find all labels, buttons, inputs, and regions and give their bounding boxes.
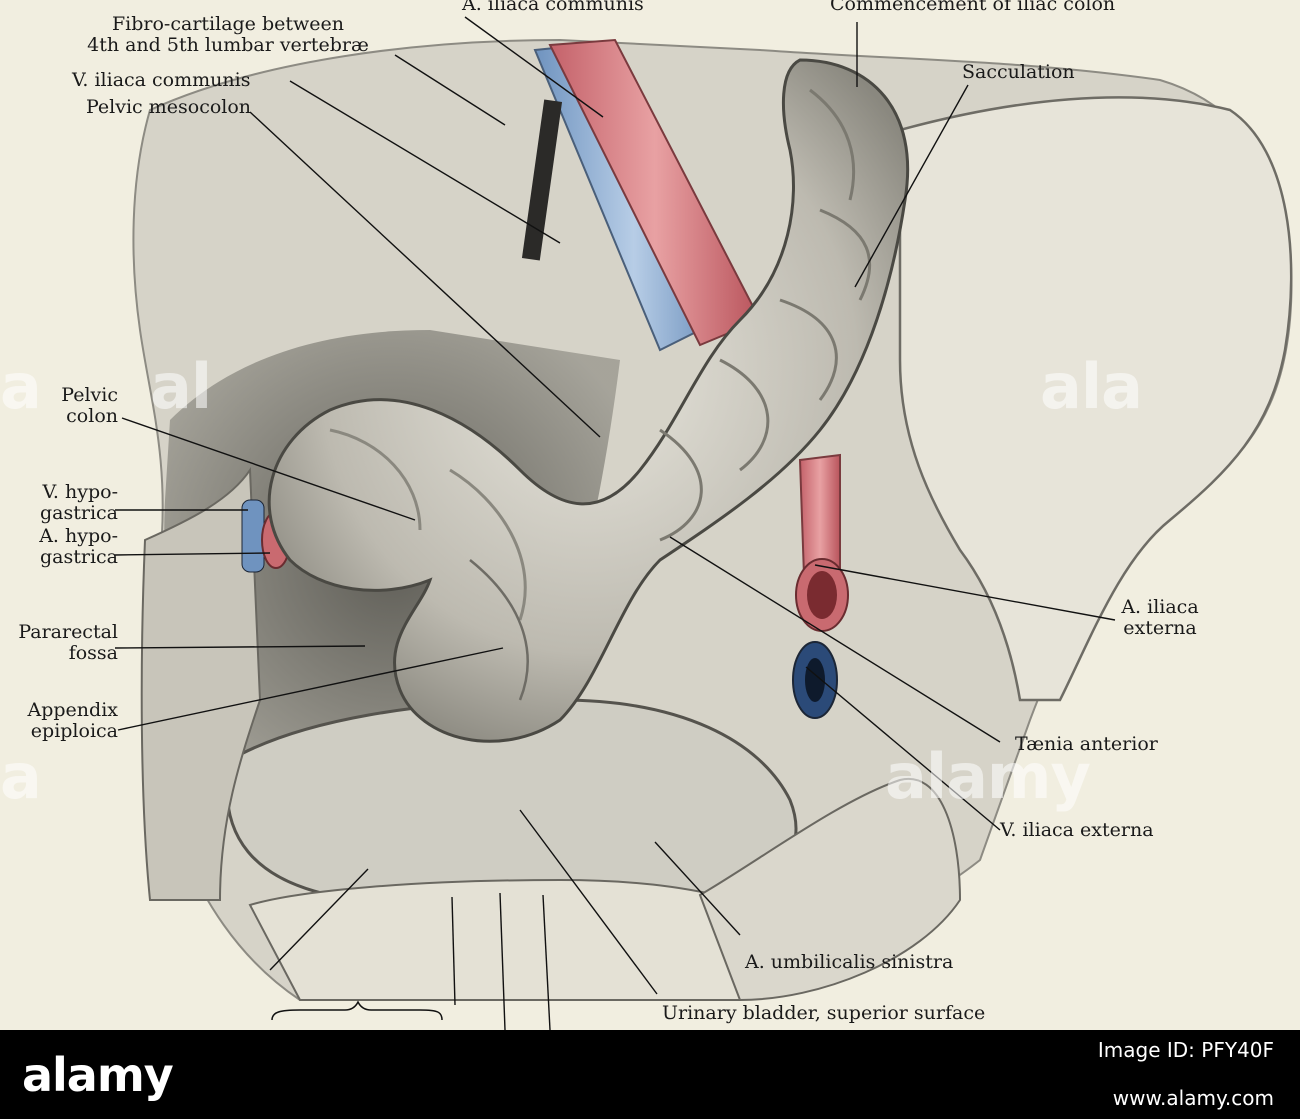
label-a-hypogastrica: A. hypo- gastrica [0,526,118,568]
label-v-iliaca-communis: V. iliaca communis [72,69,251,91]
watermark-logo-left-mid: al [150,350,212,423]
label-v-hypogastrica-line1: V. hypo- [42,481,118,503]
label-a-umbilicalis-sinistra: A. umbilicalis sinistra [745,951,954,973]
label-appendix-epiploica: Appendix epiploica [0,700,118,742]
label-pelvic-colon-line1: Pelvic [61,384,118,406]
label-taenia-anterior: Tænia anterior [1015,733,1158,755]
label-fibro-cartilage: Fibro-cartilage between 4th and 5th lumb… [58,14,398,56]
brace [271,1000,443,1021]
label-appendix-epiploica-line1: Appendix [27,699,118,721]
label-appendix-epiploica-line2: epiploica [30,720,118,742]
leader-lines [114,16,1116,1030]
label-a-iliaca-externa: A. iliaca externa [1100,597,1220,639]
watermark-logo-right: ala [1040,350,1143,423]
label-a-iliaca-externa-line2: externa [1123,617,1197,639]
label-pararectal-fossa-line1: Pararectal [18,621,118,643]
label-a-iliaca-communis: A. iliaca communis [462,0,644,15]
label-pararectal-fossa: Pararectal fossa [0,622,118,664]
label-sacculation: Sacculation [962,61,1075,83]
label-pelvic-colon-line2: colon [66,405,118,427]
label-v-hypogastrica-line2: gastrica [39,502,118,524]
label-pelvic-colon: Pelvic colon [0,385,118,427]
watermark-logo-bottom-right: alamy [885,740,1091,813]
watermark-logo-left: a [0,350,42,423]
label-a-iliaca-externa-line1: A. iliaca [1121,596,1199,618]
label-pararectal-fossa-line2: fossa [68,642,118,664]
label-a-hypogastrica-line2: gastrica [39,546,118,568]
image-id: Image ID: PFY40F [1097,1038,1274,1062]
pelvic-colon [267,58,910,743]
label-v-hypogastrica: V. hypo- gastrica [0,482,118,524]
watermark-footer: alamy Image ID: PFY40F www.alamy.com [0,1030,1300,1119]
label-fibro-cartilage-line2: 4th and 5th lumbar vertebræ [87,34,369,56]
label-v-iliaca-externa: V. iliaca externa [1000,819,1154,841]
anatomical-illustration [114,16,1293,1030]
alamy-logo: alamy [22,1048,174,1102]
label-fibro-cartilage-line1: Fibro-cartilage between [111,13,344,35]
site-url: www.alamy.com [1112,1086,1274,1110]
label-pelvic-mesocolon: Pelvic mesocolon [86,96,252,118]
label-a-hypogastrica-line1: A. hypo- [39,525,118,547]
label-commencement-iliac-colon: Commencement of iliac colon [830,0,1116,15]
watermark-logo-bottom-left: a [0,740,42,813]
label-urinary-bladder: Urinary bladder, superior surface [662,1002,986,1024]
